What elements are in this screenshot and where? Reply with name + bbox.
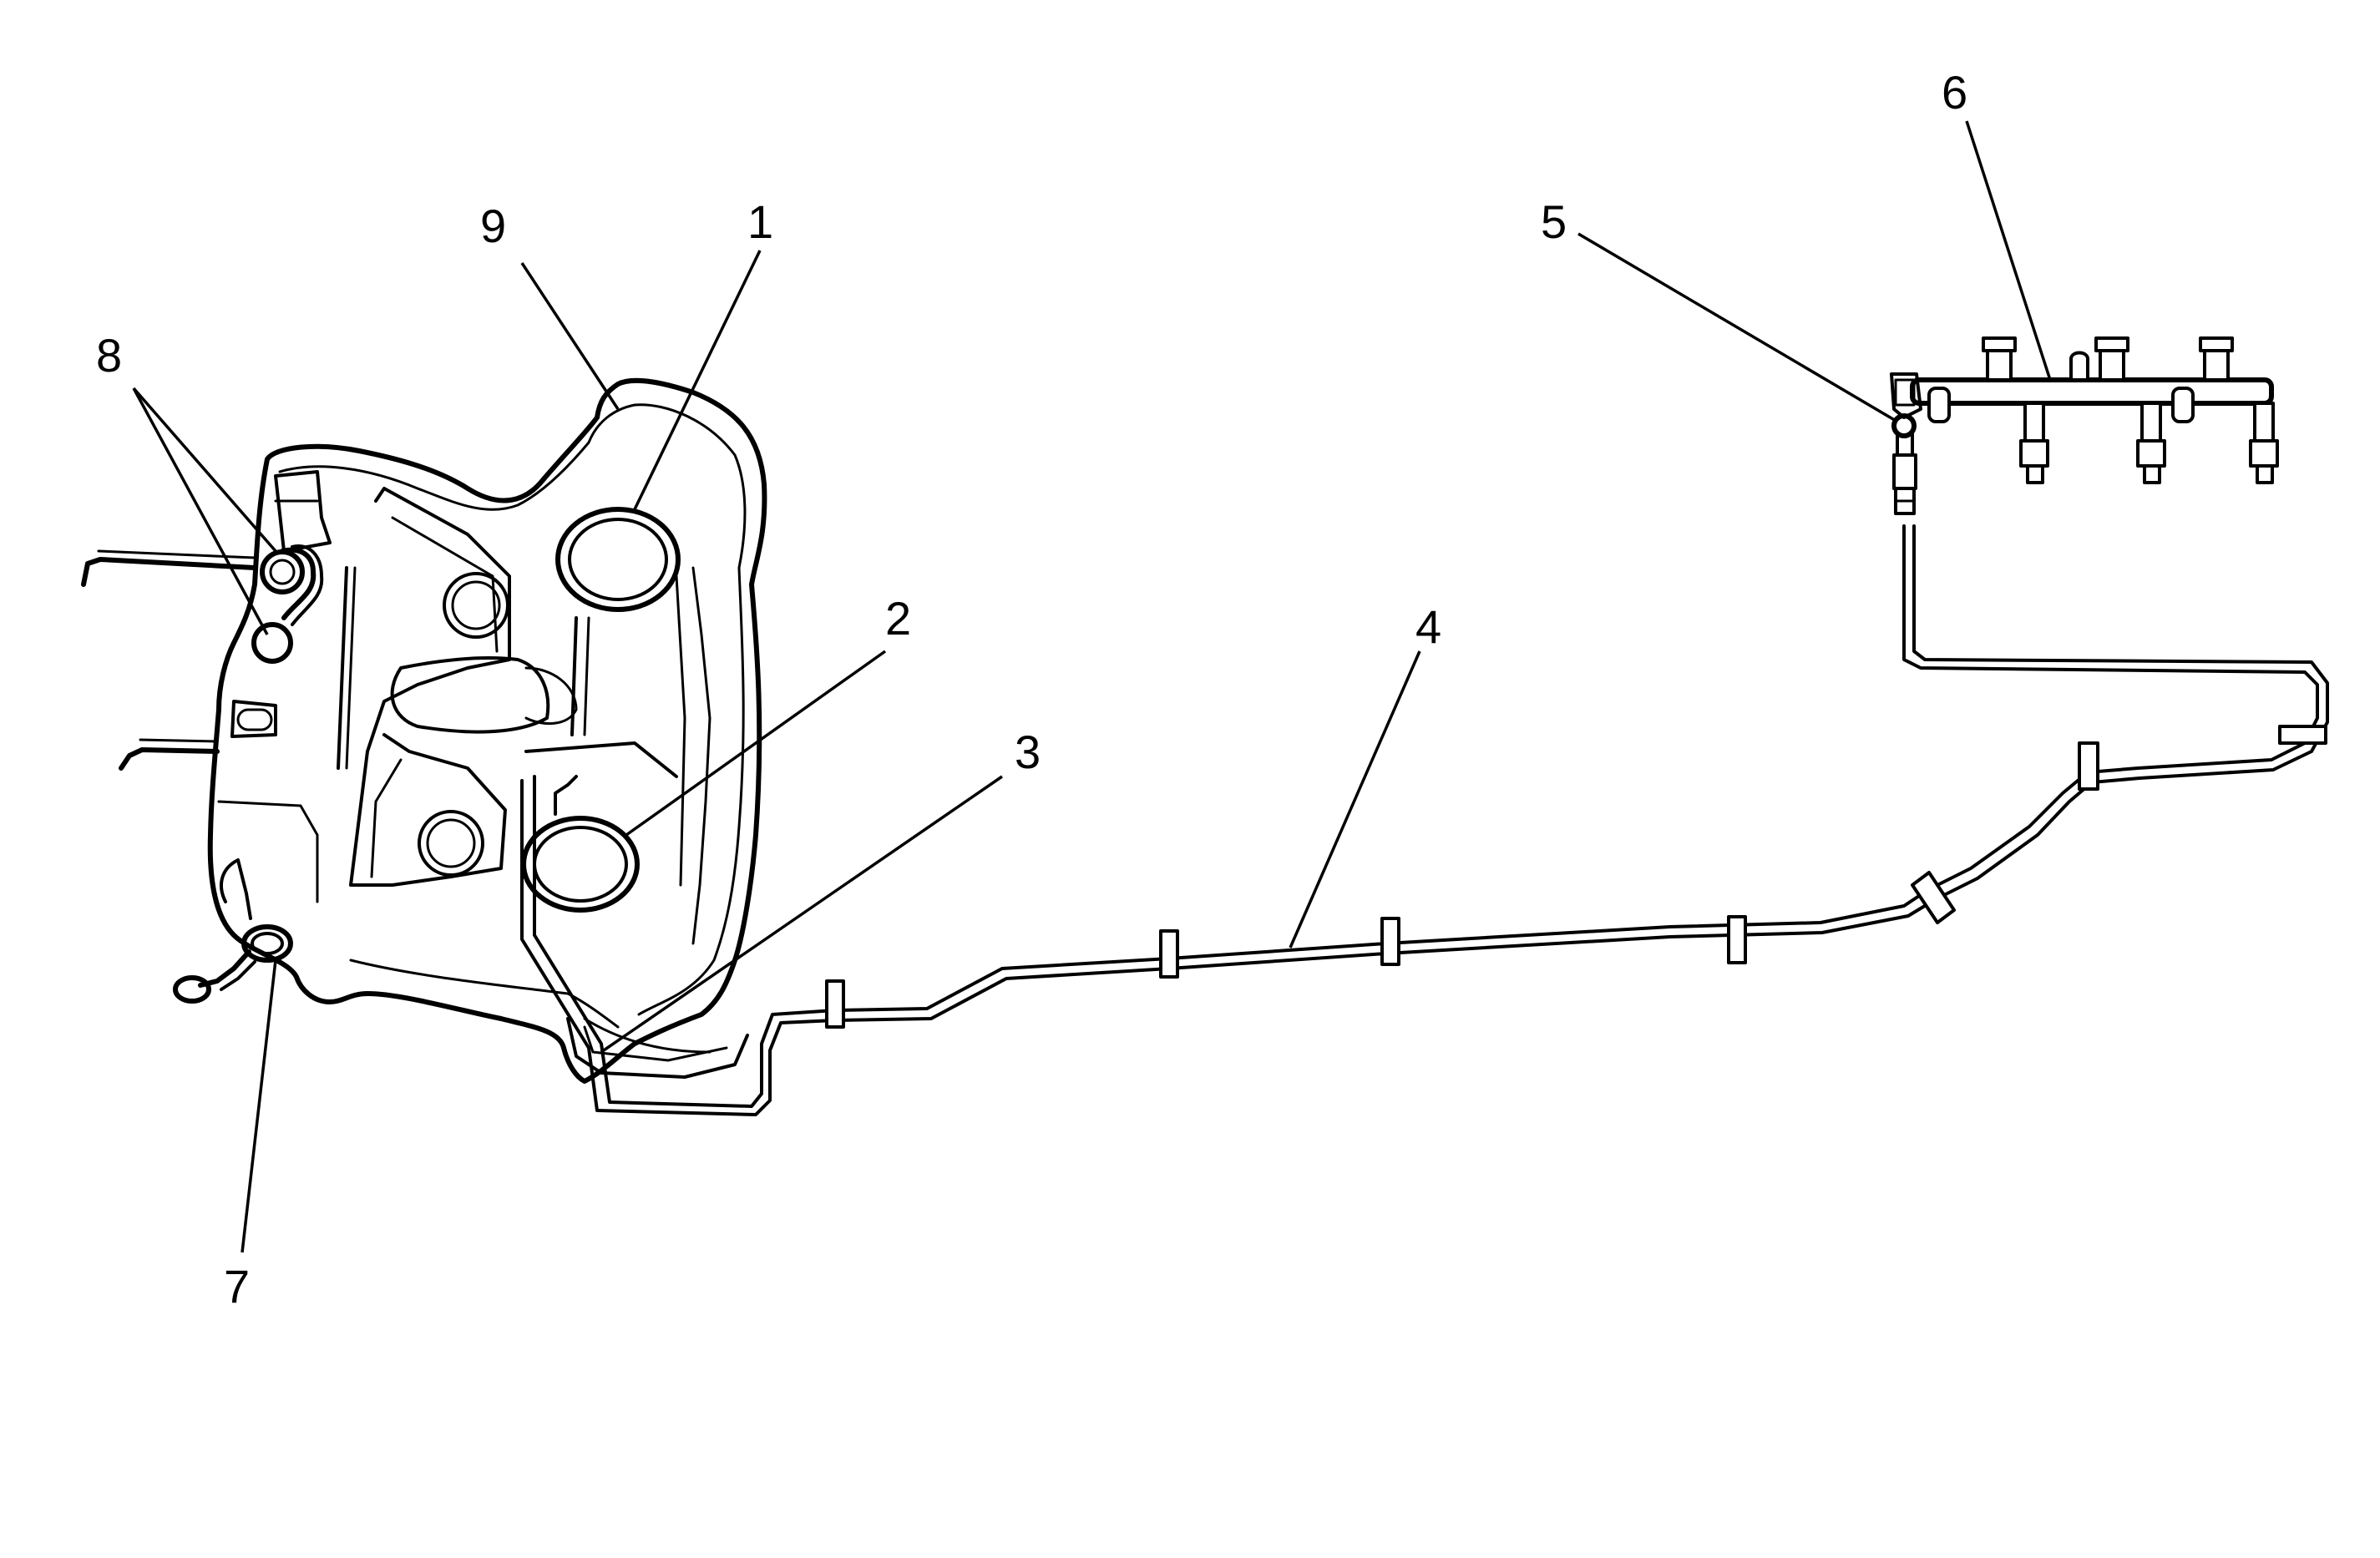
vapor-ports bbox=[251, 544, 324, 664]
callout-8: 8 bbox=[96, 329, 122, 382]
callout-2: 2 bbox=[885, 592, 911, 645]
fuel-rail bbox=[1890, 336, 2279, 515]
callout-1: 1 bbox=[747, 195, 773, 248]
callout-6: 6 bbox=[1942, 66, 1967, 119]
vent-lines bbox=[81, 549, 257, 771]
callout-5: 5 bbox=[1541, 195, 1567, 248]
injectors bbox=[2019, 402, 2279, 484]
callout-7: 7 bbox=[224, 1260, 250, 1313]
top-connectors bbox=[1982, 336, 2234, 382]
fuel-tank bbox=[207, 377, 767, 1084]
callout-4: 4 bbox=[1415, 600, 1441, 653]
fuel-feed-pipe bbox=[520, 524, 2329, 1116]
callout-3: 3 bbox=[1015, 726, 1041, 778]
filler-neck bbox=[173, 858, 293, 1004]
callout-9: 9 bbox=[480, 200, 506, 252]
callout-labels: 1 2 3 4 5 6 7 8 9 bbox=[96, 66, 1967, 1313]
callout-leaders bbox=[132, 120, 2052, 1253]
